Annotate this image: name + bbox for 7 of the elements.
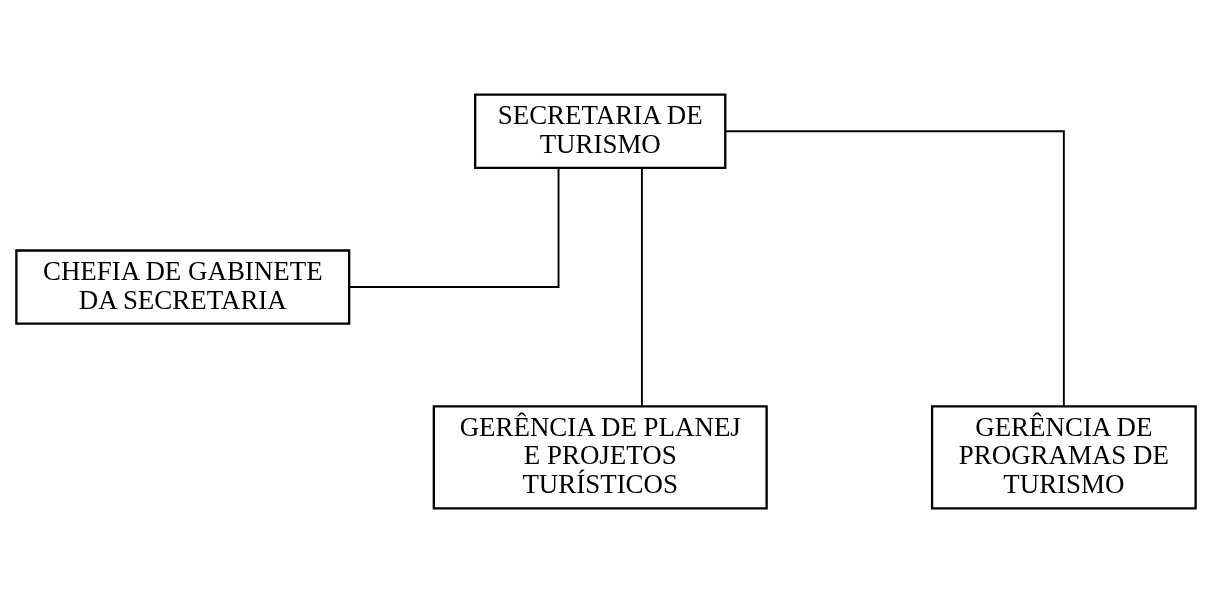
connector — [724, 130, 1065, 407]
node-box: GERÊNCIA DE PLANEJ E PROJETOS TURÍSTICOS — [432, 405, 768, 510]
connector — [640, 167, 643, 408]
node-box: GERÊNCIA DE PROGRAMAS DE TURISMO — [930, 405, 1197, 510]
connector — [348, 167, 560, 289]
node-box: SECRETARIA DE TURISMO — [474, 93, 727, 169]
node-box: CHEFIA DE GABINETE DA SECRETARIA — [15, 249, 351, 325]
